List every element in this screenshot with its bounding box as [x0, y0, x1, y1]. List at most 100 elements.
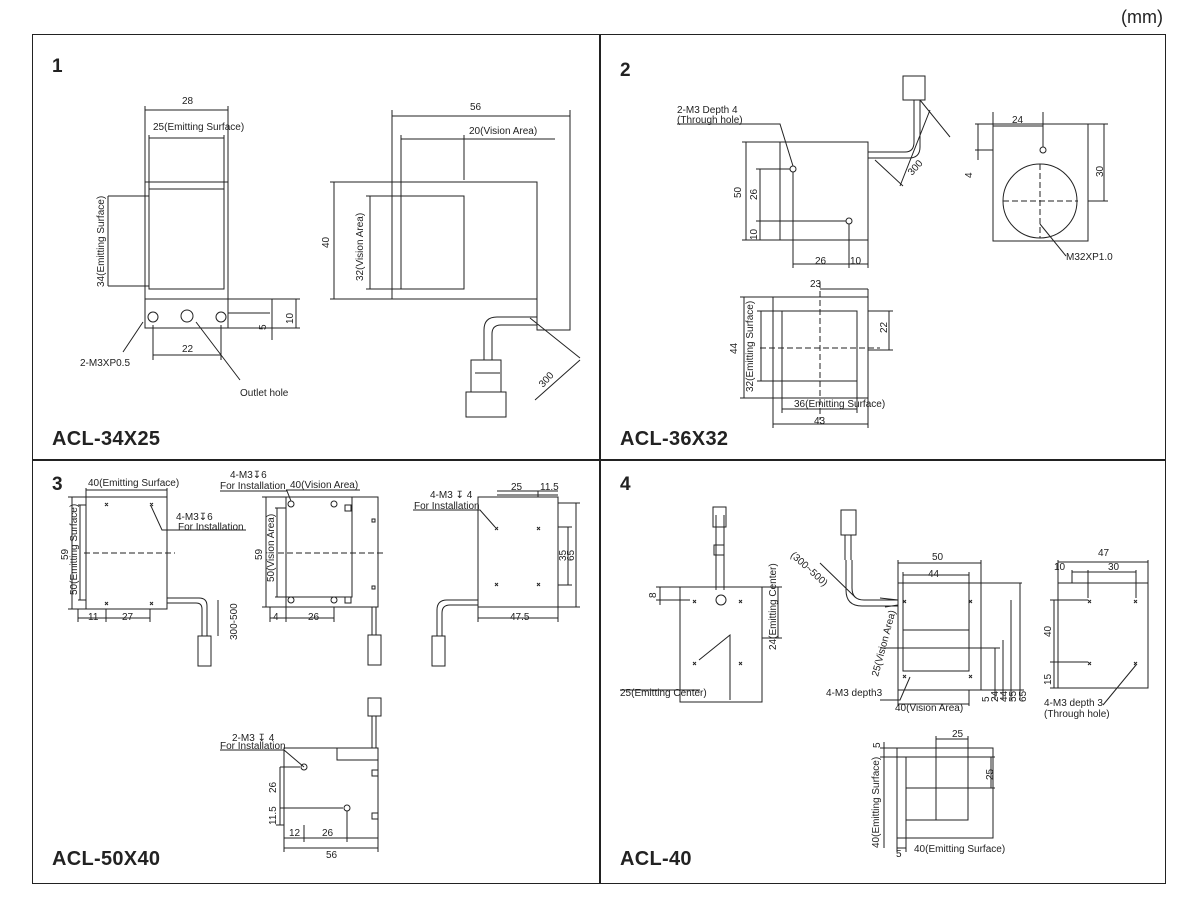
- p3-b-vis50: 50(Vision Area): [266, 514, 277, 582]
- p1-dim-5: 5: [258, 324, 269, 330]
- p3-a-cable: 300-500: [229, 603, 240, 640]
- p3-a-connector: [197, 635, 212, 667]
- p2-cable-300: 300: [906, 158, 926, 178]
- p4-c-dim-15: 15: [1043, 673, 1054, 685]
- p4-a-connector: [712, 506, 727, 528]
- p3-b-hole-3: [287, 596, 295, 604]
- p3-a-dim-59: 59: [60, 548, 71, 560]
- p1-emitting-surface: [148, 188, 225, 290]
- p3-a-dim-27: 27: [122, 612, 134, 623]
- panel-2-drawing: 2-M3 Depth 4 (Through hole) 50 26 10 26 …: [677, 75, 1113, 428]
- p3-b-vis40: 40(Vision Area): [290, 480, 358, 491]
- p4-b-dim-44: 44: [928, 569, 940, 580]
- panel-1-model: ACL-34X25: [52, 428, 161, 450]
- p4-c-dim-10: 10: [1054, 562, 1066, 573]
- p1-dim-25-emit: 25(Emitting Surface): [153, 122, 244, 133]
- p3-d-dim-26h: 26: [322, 828, 334, 839]
- p4-b-dim-55: 55: [1008, 690, 1019, 702]
- p4-b-dim-5: 5: [981, 696, 992, 702]
- p4-b-hole-callout: 4-M3 depth3: [826, 688, 883, 699]
- p1-vision-area: [400, 195, 465, 290]
- p3-c-connector: [431, 635, 446, 667]
- panel-1-number: 1: [52, 56, 63, 77]
- p3-c-dim-11-5: 11.5: [540, 482, 559, 493]
- p2-dim-32-emit: 32(Emitting Surface): [745, 301, 756, 392]
- p3-d-inst-2: For Installation: [220, 741, 286, 752]
- p2-dim-50: 50: [733, 186, 744, 198]
- p4-c-body: [1057, 582, 1149, 689]
- p4-d-dim-5c: 5: [896, 849, 902, 860]
- p3-d-dim-56: 56: [326, 850, 338, 861]
- p2-dim-4: 4: [964, 172, 975, 178]
- p3-c-inst-2: For Installation: [414, 501, 480, 512]
- panel-divider-horizontal: [32, 459, 1166, 461]
- p4-b-vis25: 25(Vision Area): [870, 609, 898, 678]
- p2-dim-43: 43: [814, 416, 826, 427]
- p3-d-dim-11-5: 11.5: [268, 806, 279, 825]
- p1-cable-300: 300: [537, 370, 557, 390]
- p1-hole-left: [147, 311, 159, 323]
- p4-d-dim-5: 5: [872, 742, 883, 748]
- p2-side-body: [779, 141, 869, 241]
- p3-d-hole-2: [343, 804, 351, 812]
- p2-front-body: [992, 123, 1089, 242]
- p1-outlet-hole: [180, 309, 194, 323]
- panel-2-number: 2: [620, 60, 631, 81]
- p2-hole-2: [845, 217, 853, 225]
- p2-hole-callout: 2-M3 Depth 4: [677, 105, 738, 116]
- p2-connector: [902, 75, 926, 101]
- p2-dim-10v: 10: [749, 228, 760, 240]
- p4-b-dim-65: 65: [1018, 690, 1029, 702]
- p3-d-dim-12: 12: [289, 828, 301, 839]
- p2-dim-23: 23: [810, 279, 822, 290]
- p3-c-dim-47-5: 47.5: [510, 612, 530, 623]
- p2-dim-10: 10: [850, 256, 862, 267]
- p4-d-dim-25: 25: [952, 729, 964, 740]
- p1-dim-10: 10: [285, 312, 296, 324]
- p3-b-hole-2: [330, 500, 338, 508]
- p4-a-cable-gland: [715, 594, 727, 606]
- panel-2-model: ACL-36X32: [620, 428, 729, 450]
- p3-a-emit40: 40(Emitting Surface): [88, 478, 179, 489]
- p1-connector-2: [465, 391, 507, 418]
- p3-c-dim-65: 65: [566, 549, 577, 561]
- p4-b-dim-44v: 44: [999, 690, 1010, 702]
- p3-a-dim-11: 11: [88, 612, 99, 623]
- p3-d-inst-1: 2-M3 ↧ 4: [232, 733, 275, 744]
- p2-thread-callout: M32XP1.0: [1066, 252, 1113, 263]
- p2-front-hole: [1039, 146, 1047, 154]
- panel-3-model: ACL-50X40: [52, 848, 161, 870]
- p3-d-hole-1: [300, 763, 308, 771]
- p1-connector-1: [470, 359, 502, 393]
- p4-c-hole-callout-2: (Through hole): [1044, 709, 1110, 720]
- p3-c-dim-25: 25: [511, 482, 523, 493]
- p3-b-dim-4: 4: [273, 612, 279, 623]
- p3-a-inst-2: For Installation: [178, 522, 244, 533]
- p4-b-vis40: 40(Vision Area): [895, 703, 963, 714]
- p1-front-body: [144, 181, 229, 300]
- panel-4-drawing: 8 24(Emitting Center) 25(Emitting Center…: [620, 506, 1149, 860]
- p4-d-dim-25v: 25: [985, 768, 996, 780]
- p3-c-dim-35: 35: [558, 549, 569, 561]
- p1-side-body: [391, 181, 538, 300]
- p4-b-cable: (300~500): [788, 550, 829, 589]
- p4-b-connector: [840, 509, 857, 536]
- p4-b-vision-area: [902, 629, 970, 672]
- p4-c-dim-30: 30: [1108, 562, 1120, 573]
- p3-c-body: [477, 496, 559, 608]
- p4-d-body: [896, 747, 994, 839]
- p1-dim-28: 28: [182, 96, 194, 107]
- p3-b-inst-2: For Installation: [220, 481, 286, 492]
- p3-d-dim-26v: 26: [268, 781, 279, 793]
- p1-dim-40: 40: [321, 236, 332, 248]
- p4-c-dim-40: 40: [1043, 625, 1054, 637]
- panel-4-model: ACL-40: [620, 848, 692, 870]
- p3-b-body: [285, 496, 379, 608]
- p2-dim-22: 22: [879, 321, 890, 333]
- p1-outlet-callout: Outlet hole: [240, 388, 289, 399]
- p1-hole-right: [215, 311, 227, 323]
- p1-dim-20-vision: 20(Vision Area): [469, 126, 537, 137]
- p4-b-dim-24: 24: [990, 690, 1001, 702]
- p3-c-inst-1: 4-M3 ↧ 4: [430, 490, 473, 501]
- p4-d-emit40h: 40(Emitting Surface): [914, 844, 1005, 855]
